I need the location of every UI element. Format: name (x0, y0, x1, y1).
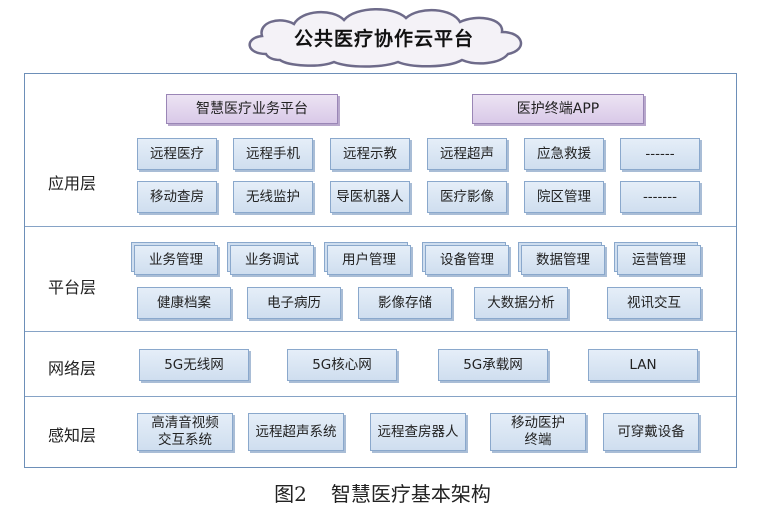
perception-box: 远程查房器人 (370, 413, 466, 451)
platform-box: 设备管理 (425, 245, 509, 275)
app-box: ------- (620, 181, 700, 213)
app-box: 移动查房 (137, 181, 217, 213)
perception-box: 移动医护 终端 (490, 413, 586, 451)
app-box: 导医机器人 (330, 181, 410, 213)
app-box: 医疗影像 (427, 181, 507, 213)
platform-title: 公共医疗协作云平台 (293, 28, 474, 50)
layer-label-perception: 感知层 (48, 426, 97, 445)
network-box: 5G核心网 (287, 349, 397, 381)
network-box: 5G承载网 (438, 349, 548, 381)
figure-caption: 图2 智慧医疗基本架构 (0, 478, 765, 507)
figure-number: 图2 (274, 482, 307, 506)
perception-box: 高清音视频 交互系统 (137, 413, 233, 451)
platform-box-app: 医护终端APP (472, 94, 644, 124)
platform-box: 影像存储 (358, 287, 452, 319)
perception-box: 可穿戴设备 (603, 413, 699, 451)
layer-label-application: 应用层 (48, 174, 97, 193)
network-box: 5G无线网 (139, 349, 249, 381)
layer-divider (25, 396, 736, 397)
platform-box: 视讯交互 (607, 287, 701, 319)
platform-box: 健康档案 (137, 287, 231, 319)
platform-box: 业务调试 (230, 245, 314, 275)
app-box: 无线监护 (233, 181, 313, 213)
layer-divider (25, 226, 736, 227)
network-box: LAN (588, 349, 698, 381)
platform-box: 数据管理 (521, 245, 605, 275)
app-box: 远程医疗 (137, 138, 217, 170)
app-box: 应急救援 (524, 138, 604, 170)
platform-box: 业务管理 (134, 245, 218, 275)
platform-box: 大数据分析 (474, 287, 568, 319)
app-box: 远程手机 (233, 138, 313, 170)
cloud-shape (248, 8, 522, 68)
app-box: 院区管理 (524, 181, 604, 213)
app-box: ------ (620, 138, 700, 170)
perception-box: 远程超声系统 (248, 413, 344, 451)
app-box: 远程示教 (330, 138, 410, 170)
figure-caption-text: 智慧医疗基本架构 (330, 482, 491, 506)
platform-box: 电子病历 (247, 287, 341, 319)
architecture-frame (24, 73, 737, 468)
layer-label-network: 网络层 (48, 359, 97, 378)
platform-box-business: 智慧医疗业务平台 (166, 94, 338, 124)
layer-divider (25, 331, 736, 332)
platform-box: 用户管理 (327, 245, 411, 275)
layer-label-platform: 平台层 (48, 278, 97, 297)
app-box: 远程超声 (427, 138, 507, 170)
platform-box: 运营管理 (617, 245, 701, 275)
